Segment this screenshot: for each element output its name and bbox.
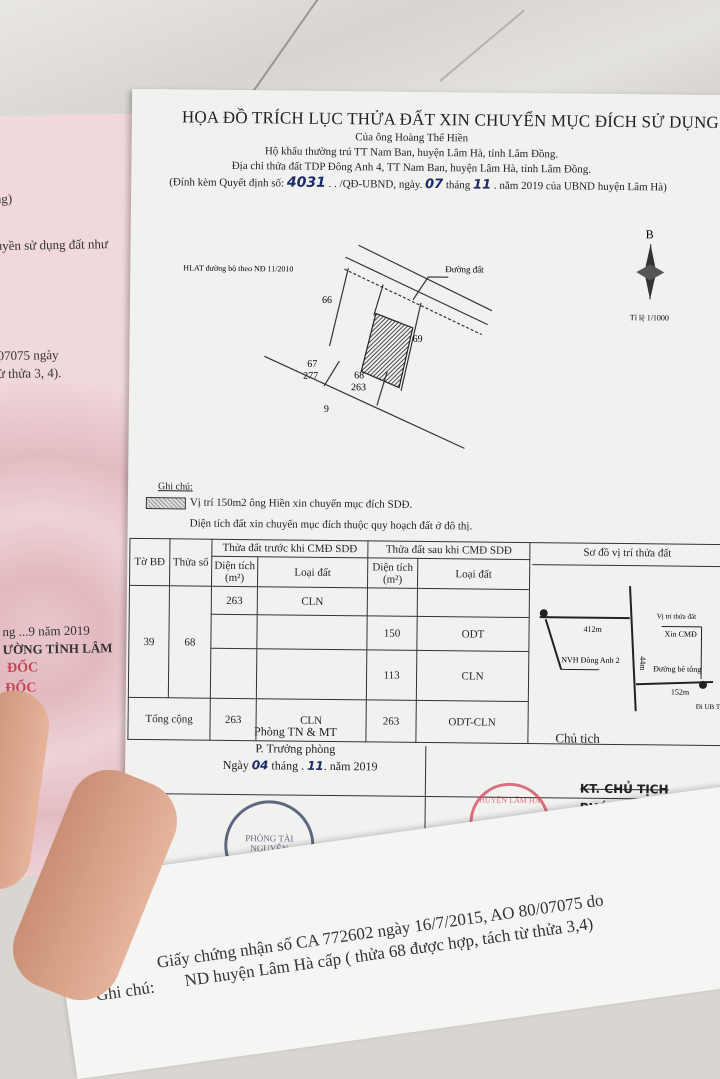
dist-412: 412m xyxy=(584,625,603,634)
chair-kt: KT. CHỦ TỊCH xyxy=(580,782,669,797)
sheet-number: 9 xyxy=(324,404,329,415)
parcel-map: B Tỉ lệ 1/1000 HLAT đường bộ theo NĐ 11/… xyxy=(128,189,712,535)
dept-date: Ngày 04 tháng . 11. năm 2019 xyxy=(185,757,415,774)
cell xyxy=(211,614,257,648)
cell-parcel: 68 xyxy=(168,586,211,698)
cert-authority: ƯỜNG TỈNH LÂM xyxy=(3,640,113,658)
zoning-note: Diện tích đất xin chuyển mục đích thuộc … xyxy=(190,518,473,533)
road-type-label: Đường bê tông xyxy=(653,664,701,674)
cell: 150 xyxy=(367,616,417,651)
cell: CLN xyxy=(416,650,529,701)
parcel-67: 67 xyxy=(307,359,317,370)
header-after: Thửa đất sau khi CMĐ SDĐ xyxy=(368,541,530,560)
direction-label: Đi UB TT xyxy=(696,703,720,711)
header-diagram: Sơ đồ vị trí thửa đất xyxy=(532,543,720,567)
cert-text: ừ thửa 3, 4). xyxy=(0,365,62,382)
total-label: Tổng cộng xyxy=(128,697,210,740)
cell-sheet: 39 xyxy=(128,585,169,697)
location-diagram: 412m 44m 152m NVH Đông Anh 2 Vị trí thửa… xyxy=(531,565,720,717)
cell xyxy=(417,588,529,617)
cert-date: ng ...9 năm 2019 xyxy=(2,623,90,641)
header-sheet: Tờ BĐ xyxy=(130,538,170,585)
parcel-66: 66 xyxy=(322,295,332,306)
cell: 263 xyxy=(211,586,257,614)
dist-152: 152m xyxy=(671,688,690,697)
cell: CLN xyxy=(257,587,367,616)
notes-heading: Ghi chú: xyxy=(158,481,193,492)
header-parcel: Thửa số xyxy=(170,539,212,586)
dept-name: Phòng TN & MT xyxy=(205,724,385,741)
cell xyxy=(210,648,257,698)
header-type-before: Loại đất xyxy=(257,557,367,588)
legend-text: Vị trí 150m2 ông Hiền xin chuyển mục đíc… xyxy=(190,497,413,511)
header-type-after: Loại đất xyxy=(417,558,529,589)
header-area-after: Diện tích(m²) xyxy=(367,558,417,589)
location-diagram-cell: Sơ đồ vị trí thửa đất 412m 44m xyxy=(528,543,720,746)
hlat-label: HLAT đường bộ theo NĐ 11/2010 xyxy=(183,263,293,273)
north-label: B xyxy=(646,227,654,241)
header-area-before: Diện tích(m²) xyxy=(212,556,258,586)
parcel-table: Tờ BĐ Thửa số Thửa đất trước khi CMĐ SDĐ… xyxy=(127,538,720,746)
cell xyxy=(367,588,417,617)
cert-text: ng) xyxy=(0,191,12,207)
site-label-2: Xin CMĐ xyxy=(664,629,697,638)
cert-text: 07075 ngày xyxy=(0,347,59,364)
legend-hatch-swatch xyxy=(146,497,186,509)
parcel-68-area: 263 xyxy=(351,382,366,393)
dist-44: 44m xyxy=(638,656,647,671)
land-plot-document: HỌA ĐỒ TRÍCH LỤC THỬA ĐẤT XIN CHUYỂN MỤC… xyxy=(124,89,720,895)
nvh-label: NVH Đông Anh 2 xyxy=(561,655,620,665)
header-before: Thửa đất trước khi CMĐ SDĐ xyxy=(212,539,368,558)
parcel-68: 68 xyxy=(354,370,364,381)
road-label: Đường đất xyxy=(445,264,484,274)
cell: ODT-CLN xyxy=(416,700,528,743)
cert-role: ĐỐC xyxy=(7,660,38,677)
dept-role: P. Trưởng phòng xyxy=(205,741,385,758)
document-title: HỌA ĐỒ TRÍCH LỤC THỬA ĐẤT XIN CHUYỂN MỤC… xyxy=(182,107,719,133)
cell xyxy=(257,615,367,650)
site-label: Vị trí thửa đất xyxy=(657,612,697,620)
cell xyxy=(256,649,367,700)
cell: ODT xyxy=(417,616,529,651)
cert-text: uyền sử dụng đất như xyxy=(0,236,108,254)
cell: 113 xyxy=(366,650,417,701)
scale-label: Tỉ lệ 1/1000 xyxy=(630,313,669,322)
parcel-67-area: 277 xyxy=(303,371,318,382)
chair-label: Chủ tịch xyxy=(555,730,600,746)
parcel-69: 69 xyxy=(413,334,423,345)
